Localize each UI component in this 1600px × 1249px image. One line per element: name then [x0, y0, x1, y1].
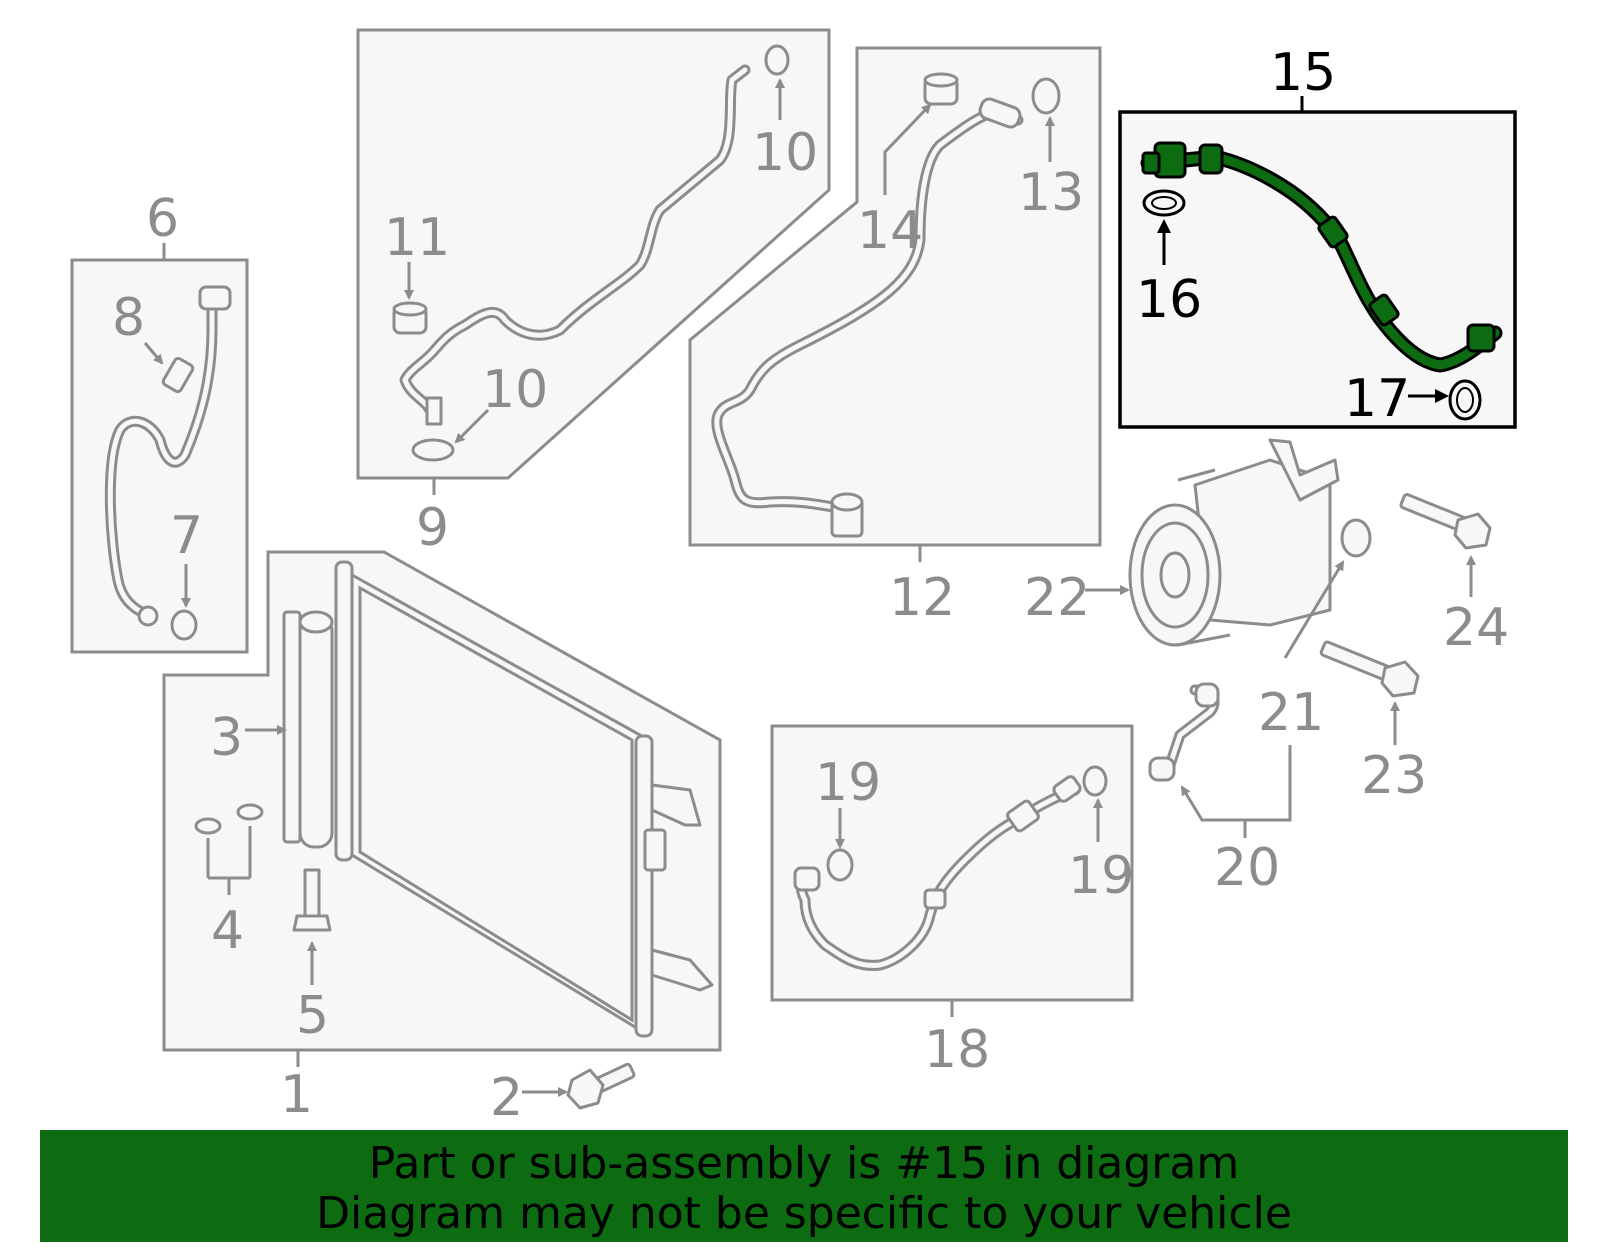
callout-23: 23	[1361, 746, 1427, 806]
callout-9: 9	[416, 498, 449, 558]
callout-6: 6	[146, 189, 179, 249]
pipe-part-20[interactable]	[1148, 682, 1220, 782]
bolt-part-2[interactable]: 2	[490, 1062, 636, 1128]
callout-8: 8	[112, 288, 145, 348]
info-banner: Part or sub-assembly is #15 in diagram D…	[40, 1130, 1568, 1242]
banner-line-2: Diagram may not be specific to your vehi…	[316, 1188, 1292, 1239]
o-ring-part-17[interactable]: 17	[1344, 369, 1482, 429]
bolt-part-5[interactable]: 5	[292, 868, 332, 1046]
callout-14: 14	[857, 201, 923, 261]
bolt-part-23[interactable]: 23	[1319, 640, 1427, 806]
condenser-part-1[interactable]	[334, 560, 714, 1038]
panel-9: 9 10 10 11	[356, 28, 831, 558]
callout-2: 2	[490, 1068, 523, 1128]
seal-part-4[interactable]: 4	[194, 803, 264, 961]
banner-line-1: Part or sub-assembly is #15 in diagram	[368, 1138, 1240, 1189]
callout-1: 1	[280, 1065, 313, 1125]
callout-group-20-21: 21 20	[1180, 560, 1345, 898]
pipe-part-9[interactable]	[399, 64, 751, 426]
o-ring-part-10-bottom[interactable]: 10	[411, 360, 548, 462]
o-ring-part-21[interactable]	[1340, 518, 1372, 558]
bolt-part-24[interactable]: 24	[1399, 493, 1509, 658]
o-ring-part-16[interactable]: 16	[1136, 189, 1202, 330]
panel-15: 15 16 17	[1118, 43, 1517, 429]
callout-7: 7	[170, 506, 203, 566]
o-ring-part-10-top[interactable]: 10	[752, 44, 818, 183]
callout-12: 12	[889, 568, 955, 628]
compressor-part-22[interactable]: 22	[1024, 438, 1340, 647]
callout-13: 13	[1018, 163, 1084, 223]
callout-17: 17	[1344, 369, 1410, 429]
callout-5: 5	[296, 986, 329, 1046]
callout-15: 15	[1270, 43, 1336, 103]
callout-11: 11	[384, 208, 450, 268]
callout-3: 3	[210, 708, 243, 768]
callout-19-left: 19	[815, 753, 881, 813]
hose-part-15[interactable]	[1140, 141, 1503, 373]
cap-part-14[interactable]: 14	[857, 72, 959, 261]
hose-part-18[interactable]	[793, 775, 1082, 971]
o-ring-part-13[interactable]: 13	[1018, 77, 1084, 223]
panel-1: 1 3 4 5	[162, 550, 722, 1125]
receiver-part-3[interactable]: 3	[210, 610, 334, 849]
o-ring-part-19-right[interactable]: 19	[1068, 765, 1134, 906]
callout-4: 4	[211, 901, 244, 961]
panel-6: 6 8 7	[70, 189, 249, 654]
callout-21: 21	[1258, 683, 1324, 743]
hose-part-6[interactable]	[104, 285, 232, 627]
panel-12: 12 13 14	[688, 46, 1102, 628]
cap-part-11[interactable]: 11	[384, 208, 450, 335]
callout-10-top: 10	[752, 123, 818, 183]
o-ring-part-7[interactable]: 7	[170, 506, 203, 641]
pipe-part-12[interactable]	[711, 97, 1024, 538]
callout-20: 20	[1214, 838, 1280, 898]
callout-19-right: 19	[1068, 846, 1134, 906]
panel-18: 18 19 19	[770, 724, 1134, 1080]
callout-18: 18	[924, 1020, 990, 1080]
o-ring-part-19-left[interactable]: 19	[815, 753, 881, 882]
callout-10-bottom: 10	[482, 360, 548, 420]
callout-22: 22	[1024, 568, 1090, 628]
callout-16: 16	[1136, 270, 1202, 330]
callout-24: 24	[1443, 598, 1509, 658]
valve-part-8[interactable]: 8	[112, 288, 195, 394]
